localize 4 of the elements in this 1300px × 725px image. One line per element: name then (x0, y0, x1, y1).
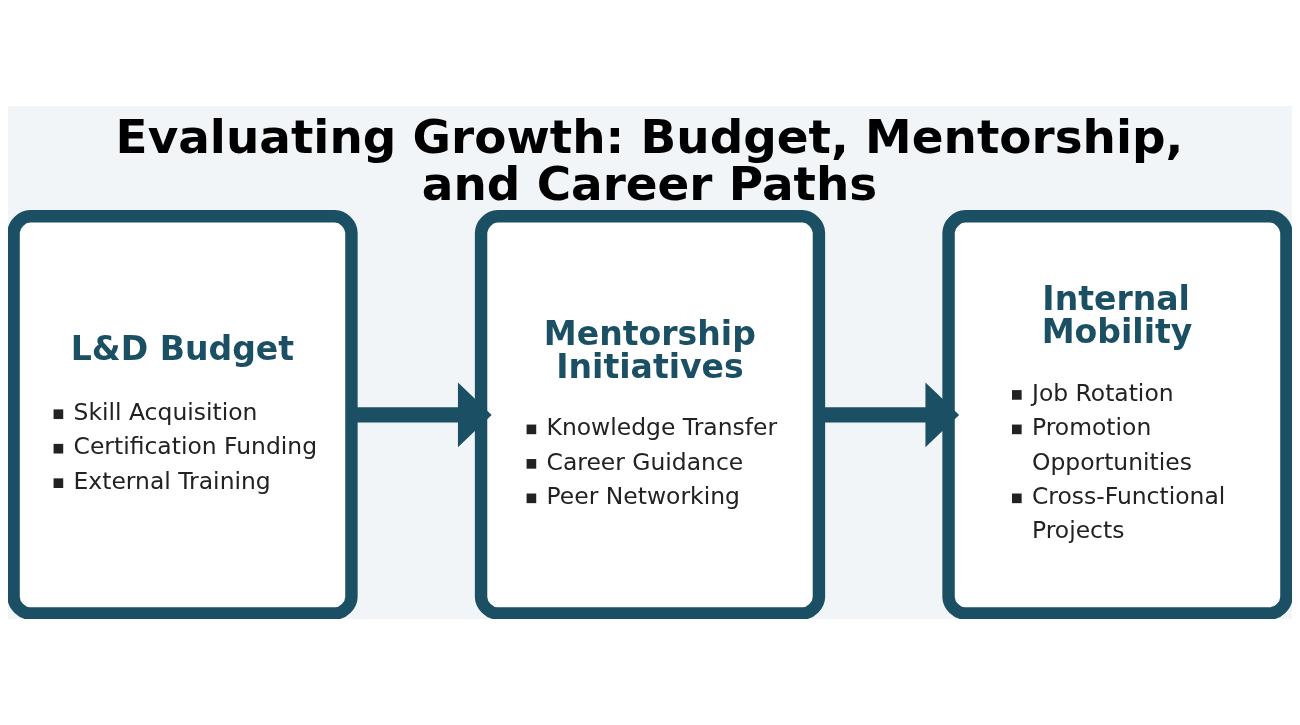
node-box: L&D Budget Skill Acquisition Certification Funding External Training (8, 210, 358, 619)
diagram-title: Evaluating Growth: Budget, Mentorship, and Career Paths (115, 109, 1184, 212)
node-box: Internal Mobility Job Rotation Promotion Opportunities Cross-Functional Projects (942, 210, 1292, 619)
node-box: Mentorship Initiatives Knowledge Transfer Career Guidance Peer Networking (474, 210, 826, 619)
